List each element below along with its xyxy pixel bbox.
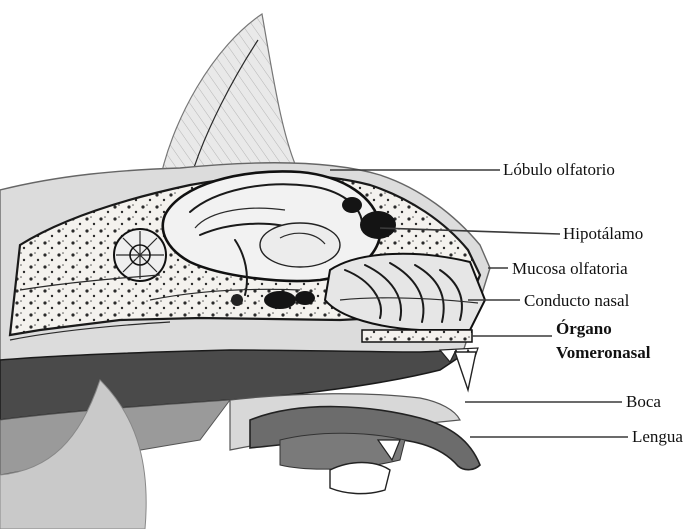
label-olfactory-mucosa: Mucosa olfatoria (512, 259, 628, 278)
cerebellum (114, 229, 166, 281)
label-vomeronasal-line2: Vomeronasal (556, 343, 651, 362)
label-tongue: Lengua (632, 427, 683, 446)
chin (280, 433, 405, 493)
vomeronasal-organ (362, 330, 472, 342)
label-mouth: Boca (626, 392, 661, 411)
upper-teeth (440, 348, 478, 390)
labels: Lóbulo olfatorio Hipotálamo Mucosa olfat… (503, 160, 683, 446)
label-hypothalamus: Hipotálamo (563, 224, 643, 243)
label-nasal-duct: Conducto nasal (524, 291, 630, 310)
label-vomeronasal-line1: Órgano (556, 319, 612, 338)
label-olfactory-lobe: Lóbulo olfatorio (503, 160, 615, 179)
